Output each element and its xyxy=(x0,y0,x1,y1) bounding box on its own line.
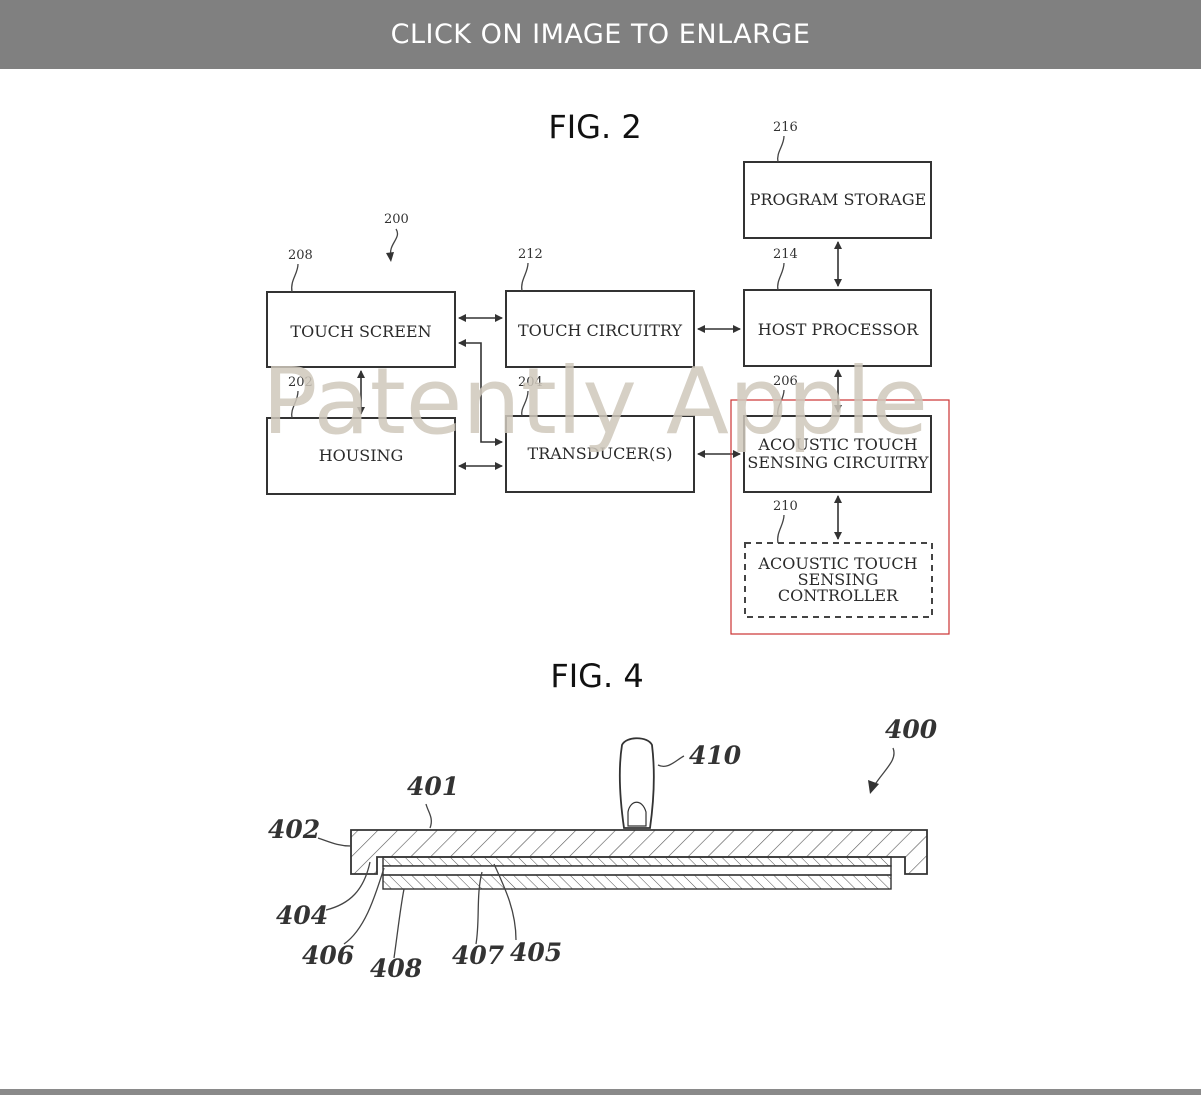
finger-shape xyxy=(618,737,655,829)
ref-212: 212 xyxy=(518,247,543,262)
ref-405-leader xyxy=(493,863,517,941)
acoustic-controller-box xyxy=(744,542,933,618)
ref-216-leader xyxy=(777,135,785,163)
ref-202: 202 xyxy=(288,375,313,390)
ref-400-leader xyxy=(873,747,895,787)
ref-404: 404 xyxy=(276,901,328,930)
ref-208-leader xyxy=(291,263,299,293)
touch-screen-label: TOUCH SCREEN xyxy=(290,322,431,341)
ref-406: 406 xyxy=(302,941,354,970)
ref-408-leader xyxy=(393,888,405,959)
ref-200: 200 xyxy=(384,212,409,227)
ref-401-leader xyxy=(425,803,432,829)
block-touch-circuitry: TOUCH CIRCUITRY 212 xyxy=(505,247,695,368)
ref-410: 410 xyxy=(689,741,742,770)
host-processor-box xyxy=(743,289,932,367)
ref-212-leader xyxy=(521,262,529,292)
link-touchscreen-transducers xyxy=(458,339,503,446)
acoustic-controller-label-2: SENSING xyxy=(798,570,879,589)
acoustic-controller-label-1: ACOUSTIC TOUCH xyxy=(757,554,917,573)
ref-402: 402 xyxy=(268,815,320,844)
transducers-label: TRANSDUCER(S) xyxy=(528,444,673,463)
ref-401: 401 xyxy=(407,772,459,801)
finger-410 xyxy=(618,737,685,829)
ref-200-arrowhead xyxy=(386,252,394,262)
fig2-title: FIG. 2 xyxy=(548,108,642,146)
touch-circuitry-box xyxy=(505,290,695,368)
ref-210: 210 xyxy=(773,499,798,514)
program-storage-label: PROGRAM STORAGE xyxy=(750,190,927,209)
enlarge-banner[interactable]: CLICK ON IMAGE TO ENLARGE xyxy=(0,0,1201,69)
ref-210-leader xyxy=(777,514,785,544)
ref-214: 214 xyxy=(773,247,798,262)
block-touch-screen: TOUCH SCREEN 208 xyxy=(266,248,456,368)
layer-408 xyxy=(382,874,892,890)
acoustic-controller-label-3: CONTROLLER xyxy=(778,586,899,605)
ref-200-leader xyxy=(389,228,399,257)
acoustic-circuitry-label-1: ACOUSTIC TOUCH xyxy=(757,435,917,454)
block-housing: HOUSING 202 xyxy=(266,375,456,495)
ref-402-leader xyxy=(317,837,352,847)
ref-204: 204 xyxy=(518,375,543,390)
ref-406-leader xyxy=(343,867,385,945)
ref-400-arrowhead xyxy=(868,780,879,794)
housing-box xyxy=(266,417,456,495)
fig2-diagram: 200 TOUCH SCREEN 208 HOUSING 202 TOUCH C… xyxy=(266,120,933,618)
fig4-title: FIG. 4 xyxy=(550,657,644,695)
bottom-divider xyxy=(0,1089,1201,1095)
ref-216: 216 xyxy=(773,120,798,135)
housing-label: HOUSING xyxy=(319,446,404,465)
block-acoustic-controller: ACOUSTIC TOUCH SENSING CONTROLLER 210 xyxy=(744,499,933,618)
watermark: Patently Apple xyxy=(262,348,928,455)
ref-206-leader xyxy=(777,389,785,417)
block-program-storage: PROGRAM STORAGE 216 xyxy=(743,120,932,239)
acoustic-circuitry-label-2: SENSING CIRCUITRY xyxy=(747,453,929,472)
layer-405 xyxy=(382,856,892,867)
fingernail xyxy=(627,801,647,827)
acoustic-circuitry-box xyxy=(743,415,932,493)
transducers-box xyxy=(505,415,695,493)
block-host-processor: HOST PROCESSOR 214 xyxy=(743,247,932,367)
ref-204-leader xyxy=(521,390,529,417)
layer-407 xyxy=(382,865,892,876)
ref-407: 407 xyxy=(452,941,505,970)
highlight-frame xyxy=(730,399,950,635)
ref-206: 206 xyxy=(773,374,798,389)
touch-screen-box xyxy=(266,291,456,368)
fig4-diagram: 410 400 401 402 404 406 408 407 405 xyxy=(268,715,938,983)
ref-408: 408 xyxy=(370,954,422,983)
ref-208: 208 xyxy=(288,248,313,263)
host-processor-label: HOST PROCESSOR xyxy=(758,320,919,339)
ref-405: 405 xyxy=(510,938,562,967)
ref-404-leader xyxy=(325,861,371,911)
ref-410-leader xyxy=(657,755,685,767)
program-storage-box xyxy=(743,161,932,239)
ref-214-leader xyxy=(777,262,785,291)
cover-glass xyxy=(350,829,928,875)
ref-202-leader xyxy=(291,390,299,419)
block-acoustic-circuitry: ACOUSTIC TOUCH SENSING CIRCUITRY 206 xyxy=(743,374,932,493)
ref-407-leader xyxy=(475,871,483,945)
enlarge-banner-text: CLICK ON IMAGE TO ENLARGE xyxy=(390,19,811,50)
ref-400: 400 xyxy=(885,715,938,744)
block-transducers: TRANSDUCER(S) 204 xyxy=(505,375,695,493)
touch-circuitry-label: TOUCH CIRCUITRY xyxy=(518,321,682,340)
